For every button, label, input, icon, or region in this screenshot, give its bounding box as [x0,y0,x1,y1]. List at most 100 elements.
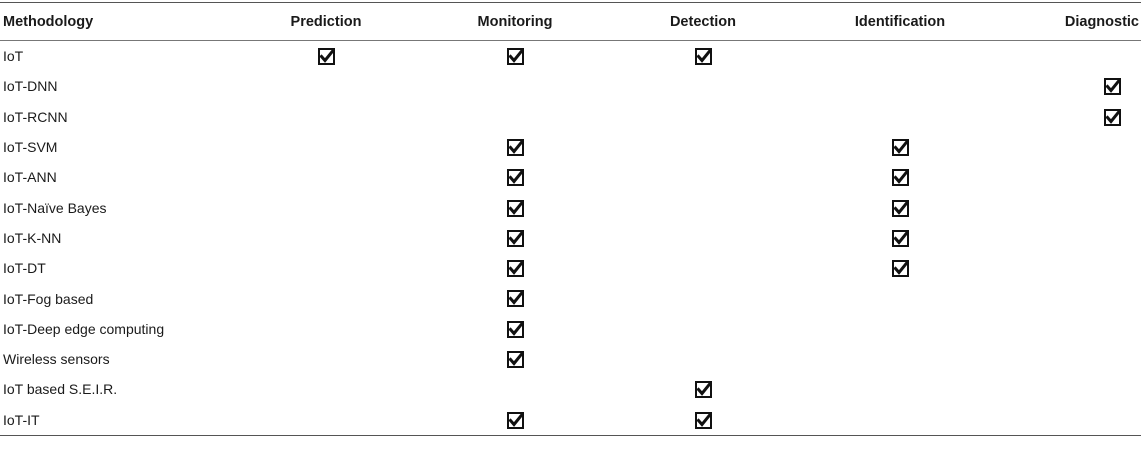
checkbox-checked-icon [506,138,524,156]
cell-diagnostic [1022,344,1141,374]
cell-diagnostic [1022,283,1141,313]
checkbox-checked-icon [1104,108,1121,126]
cell-diagnostic [1022,71,1141,101]
cell-identification [778,41,1022,72]
cell-detection [628,132,778,162]
table-row: Wireless sensors [0,344,1141,374]
methodology-label: Wireless sensors [3,351,110,368]
cell-diagnostic [1022,223,1141,253]
checkbox-checked-icon [317,48,335,66]
cell-identification [778,253,1022,283]
cell-prediction [250,132,402,162]
cell-identification [778,102,1022,132]
cell-prediction [250,374,402,404]
methodology-label: IoT-Fog based [3,290,94,307]
checkbox-checked-icon [506,351,524,369]
cell-identification [778,314,1022,344]
cell-monitoring [402,162,628,192]
checkbox-checked-icon [506,229,524,247]
table-row: IoT-K-NN [0,223,1141,253]
cell-detection [628,162,778,192]
cell-identification [778,344,1022,374]
cell-diagnostic [1022,314,1141,344]
cell-prediction [250,344,402,374]
table-row: IoT based S.E.I.R. [0,374,1141,404]
cell-diagnostic [1022,253,1141,283]
checkbox-checked-icon [694,381,712,399]
cell-detection [628,405,778,436]
checkbox-checked-icon [891,199,909,217]
cell-prediction [250,71,402,101]
cell-monitoring [402,102,628,132]
cell-detection [628,41,778,72]
cell-prediction [250,283,402,313]
header-diagnostic: Diagnostic [1064,13,1139,30]
checkbox-checked-icon [694,411,712,429]
checkbox-checked-icon [506,48,524,66]
methodology-table: Methodology Prediction Monitoring Detect… [0,2,1141,436]
cell-monitoring [402,71,628,101]
cell-prediction [250,405,402,436]
checkbox-checked-icon [891,138,909,156]
cell-detection [628,223,778,253]
table-row: IoT-SVM [0,132,1141,162]
cell-prediction [250,253,402,283]
cell-monitoring [402,344,628,374]
cell-detection [628,283,778,313]
table-header-row: Methodology Prediction Monitoring Detect… [0,2,1141,41]
table-row: IoT-Fog based [0,283,1141,313]
header-prediction: Prediction [290,13,362,30]
table-row: IoT-DT [0,253,1141,283]
table-row: IoT-IT [0,405,1141,436]
table-row: IoT-DNN [0,71,1141,101]
cell-diagnostic [1022,132,1141,162]
cell-monitoring [402,405,628,436]
checkbox-checked-icon [694,48,712,66]
table-row: IoT-ANN [0,162,1141,192]
methodology-label: IoT-ANN [3,169,57,186]
checkbox-checked-icon [891,229,909,247]
methodology-label: IoT-K-NN [3,229,62,246]
table-row: IoT-Deep edge computing [0,314,1141,344]
checkbox-checked-icon [506,199,524,217]
checkbox-checked-icon [506,290,524,308]
cell-monitoring [402,132,628,162]
cell-monitoring [402,223,628,253]
cell-monitoring [402,374,628,404]
cell-prediction [250,102,402,132]
cell-prediction [250,41,402,72]
cell-prediction [250,314,402,344]
cell-identification [778,192,1022,222]
checkbox-checked-icon [891,260,909,278]
header-detection: Detection [669,13,737,30]
cell-monitoring [402,192,628,222]
cell-identification [778,71,1022,101]
table-row: IoT-Naïve Bayes [0,192,1141,222]
cell-diagnostic [1022,405,1141,436]
cell-identification [778,223,1022,253]
cell-prediction [250,192,402,222]
cell-diagnostic [1022,374,1141,404]
methodology-label: IoT-RCNN [3,108,68,125]
cell-identification [778,374,1022,404]
header-methodology: Methodology [3,13,94,30]
cell-monitoring [402,41,628,72]
header-identification: Identification [854,13,946,30]
cell-detection [628,102,778,132]
cell-detection [628,374,778,404]
checkbox-checked-icon [506,411,524,429]
table-row: IoT [0,41,1141,72]
checkbox-checked-icon [1104,78,1121,96]
cell-detection [628,71,778,101]
checkbox-checked-icon [891,169,909,187]
header-monitoring: Monitoring [477,13,553,30]
cell-diagnostic [1022,102,1141,132]
table-row: IoT-RCNN [0,102,1141,132]
cell-monitoring [402,314,628,344]
methodology-label: IoT based S.E.I.R. [3,381,118,398]
cell-identification [778,405,1022,436]
methodology-label: IoT-DT [3,260,46,277]
methodology-label: IoT-SVM [3,139,58,156]
cell-identification [778,283,1022,313]
